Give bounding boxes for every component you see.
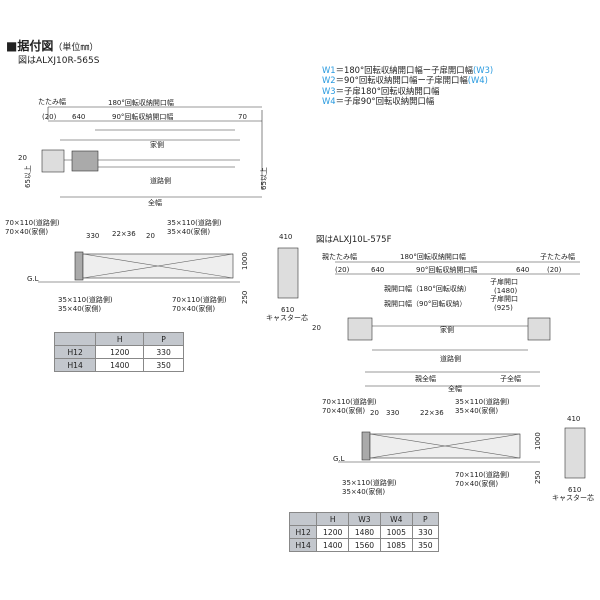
svg-text:親開口幅（180°回転収納）: 親開口幅（180°回転収納）: [384, 284, 471, 293]
svg-text:610: 610: [568, 486, 581, 494]
svg-text:70×110(道路側): 70×110(道路側): [455, 470, 510, 479]
svg-text:70×40(家側): 70×40(家側): [322, 406, 365, 415]
svg-text:子全幅: 子全幅: [500, 374, 521, 383]
svg-text:G.L: G.L: [333, 455, 345, 463]
legend-w4: W4＝子扉90°回転収納開口幅: [322, 96, 435, 107]
svg-text:90°回転収納開口幅: 90°回転収納開口幅: [416, 265, 477, 274]
svg-text:35×40(家側): 35×40(家側): [455, 406, 498, 415]
svg-text:1000: 1000: [241, 252, 249, 270]
svg-text:70×110(道路側): 70×110(道路側): [5, 218, 60, 227]
svg-text:250: 250: [534, 471, 542, 484]
svg-text:65以上: 65以上: [259, 167, 268, 190]
svg-text:70×110(道路側): 70×110(道路側): [172, 295, 227, 304]
svg-text:70×110(道路側): 70×110(道路側): [322, 397, 377, 406]
svg-text:(925): (925): [494, 304, 513, 312]
svg-text:20: 20: [312, 324, 321, 332]
svg-text:(20): (20): [335, 266, 350, 274]
svg-text:70: 70: [238, 113, 247, 121]
svg-text:子たたみ幅: 子たたみ幅: [540, 252, 575, 261]
svg-text:G.L: G.L: [27, 275, 39, 283]
svg-text:20: 20: [370, 409, 379, 417]
svg-text:20: 20: [18, 154, 27, 162]
plan2: 親たたみ幅 180°回転収納開口幅 子たたみ幅 (20) 640 90°回転収納…: [312, 252, 580, 393]
elev1: 70×110(道路側) 70×40(家側) 330 22×36 20 35×11…: [5, 218, 249, 313]
svg-text:親全幅: 親全幅: [415, 374, 436, 383]
svg-text:全幅: 全幅: [448, 384, 462, 393]
svg-text:70×40(家側): 70×40(家側): [172, 304, 215, 313]
svg-text:410: 410: [279, 233, 292, 241]
plan1: たたみ幅 180°回転収納開口幅 (20) 640 90°回転収納開口幅 70 …: [18, 97, 268, 207]
svg-text:子扉開口: 子扉開口: [490, 277, 518, 286]
svg-text:(1480): (1480): [494, 287, 518, 295]
svg-text:610: 610: [281, 306, 294, 314]
svg-text:20: 20: [146, 232, 155, 240]
svg-text:子扉開口: 子扉開口: [490, 294, 518, 303]
svg-text:キャスター芯: キャスター芯: [552, 493, 594, 502]
svg-text:35×110(道路側): 35×110(道路側): [167, 218, 222, 227]
elev2: 70×110(道路側) 70×40(家側) 20 330 22×36 35×11…: [322, 397, 542, 496]
svg-text:家側: 家側: [440, 325, 454, 334]
svg-text:親開口幅（90°回転収納）: 親開口幅（90°回転収納）: [384, 299, 466, 308]
svg-text:330: 330: [386, 409, 399, 417]
side2: 410 610 キャスター芯: [552, 415, 594, 502]
plan1-fold-label: たたみ幅: [38, 97, 66, 106]
svg-text:35×110(道路側): 35×110(道路側): [455, 397, 510, 406]
figure1-caption: 図はALXJ10R-565S: [18, 56, 100, 66]
svg-text:22×36: 22×36: [420, 409, 444, 417]
svg-text:道路側: 道路側: [440, 354, 461, 363]
svg-text:35×110(道路側): 35×110(道路側): [342, 478, 397, 487]
svg-text:35×110(道路側): 35×110(道路側): [58, 295, 113, 304]
figure2-caption: 図はALXJ10L-575F: [316, 235, 392, 245]
plan1-total: 全幅: [148, 198, 162, 207]
legend-w3: W3＝子扉180°回転収納開口幅: [322, 85, 440, 96]
svg-text:35×40(家側): 35×40(家側): [58, 304, 101, 313]
svg-text:(20): (20): [42, 113, 57, 121]
plan1-rot180-label: 180°回転収納開口幅: [108, 98, 174, 107]
side1: 410 610 キャスター芯: [266, 233, 308, 322]
svg-text:キャスター芯: キャスター芯: [266, 313, 308, 322]
svg-text:640: 640: [72, 113, 85, 121]
plan1-house: 家側: [150, 140, 164, 149]
legend-w1: W1＝180°回転収納開口幅ー子扉開口幅(W3): [322, 65, 494, 75]
svg-text:22×36: 22×36: [112, 230, 136, 238]
svg-text:410: 410: [567, 415, 580, 423]
legend: W1＝180°回転収納開口幅ー子扉開口幅(W3) W2＝90°回転収納開口幅ー子…: [322, 66, 493, 108]
page-title: ■据付図（単位㎜）: [6, 39, 99, 53]
legend-w2: W2＝90°回転収納開口幅ー子扉開口幅(W4): [322, 75, 488, 86]
svg-text:70×40(家側): 70×40(家側): [5, 227, 48, 236]
svg-text:70×40(家側): 70×40(家側): [455, 479, 498, 488]
svg-text:250: 250: [241, 291, 249, 304]
svg-text:65以上: 65以上: [23, 165, 32, 188]
svg-text:180°回転収納開口幅: 180°回転収納開口幅: [400, 252, 466, 261]
svg-text:640: 640: [371, 266, 384, 274]
svg-text:35×40(家側): 35×40(家側): [342, 487, 385, 496]
svg-text:1000: 1000: [534, 432, 542, 450]
plan1-road: 道路側: [150, 176, 171, 185]
plan1-rot90-label: 90°回転収納開口幅: [112, 112, 173, 121]
svg-text:(20): (20): [547, 266, 562, 274]
svg-text:640: 640: [516, 266, 529, 274]
svg-text:親たたみ幅: 親たたみ幅: [322, 252, 357, 261]
svg-text:330: 330: [86, 232, 99, 240]
svg-text:35×40(家側): 35×40(家側): [167, 227, 210, 236]
